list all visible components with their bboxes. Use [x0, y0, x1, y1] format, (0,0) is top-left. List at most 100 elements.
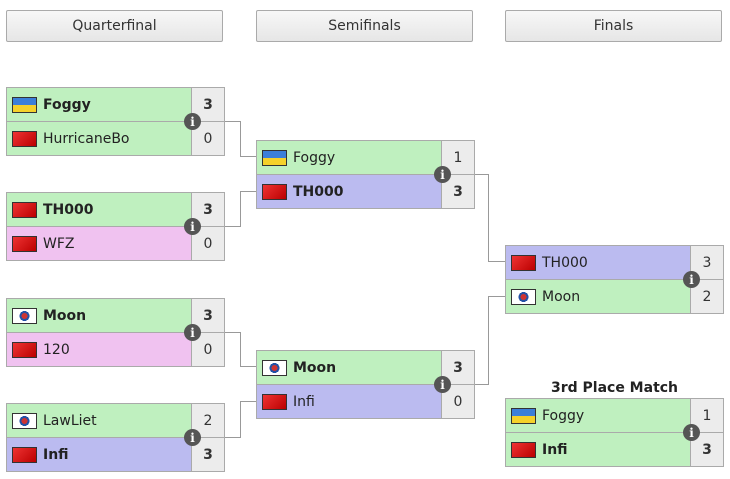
player-name[interactable]: Foggy	[43, 96, 91, 113]
player-row[interactable]: Infi 0	[257, 385, 474, 418]
player-cell: Foggy	[506, 399, 691, 432]
info-icon[interactable]: i	[184, 113, 201, 130]
flag-cn-icon	[12, 201, 37, 218]
player-name[interactable]: TH000	[293, 183, 344, 200]
player-name[interactable]: WFZ	[43, 235, 75, 252]
connector	[224, 226, 240, 227]
player-cell: Moon	[506, 280, 691, 313]
connector	[224, 437, 240, 438]
flag-cn-icon	[511, 441, 536, 458]
player-name[interactable]: Infi	[542, 441, 568, 458]
connector	[240, 332, 241, 367]
third-place-label: 3rd Place Match	[550, 380, 679, 396]
header-semifinals: Semifinals	[256, 10, 473, 42]
player-cell: Foggy	[257, 141, 442, 174]
player-cell: Infi	[257, 385, 442, 418]
info-icon[interactable]: i	[683, 424, 700, 441]
player-cell: Infi	[7, 438, 192, 471]
player-name[interactable]: Infi	[43, 446, 69, 463]
connector	[488, 296, 505, 297]
info-icon[interactable]: i	[184, 218, 201, 235]
connector	[488, 296, 489, 385]
info-icon[interactable]: i	[434, 376, 451, 393]
connector	[240, 121, 241, 157]
player-cell: Moon	[7, 299, 192, 332]
connector	[240, 401, 256, 402]
player-name[interactable]: LawLiet	[43, 412, 97, 429]
connector	[240, 191, 241, 227]
player-cell: TH000	[257, 175, 442, 208]
player-cell: HurricaneBo	[7, 122, 192, 155]
connector	[240, 366, 256, 367]
flag-cn-icon	[511, 254, 536, 271]
player-cell: TH000	[7, 193, 192, 226]
flag-kr-icon	[12, 412, 37, 429]
flag-kr-icon	[511, 288, 536, 305]
player-score: 3	[192, 88, 224, 121]
player-name[interactable]: Moon	[43, 307, 87, 324]
player-name[interactable]: Foggy	[542, 407, 585, 424]
info-icon[interactable]: i	[434, 166, 451, 183]
flag-ua-icon	[12, 96, 37, 113]
flag-kr-icon	[262, 359, 287, 376]
header-finals: Finals	[505, 10, 722, 42]
info-icon[interactable]: i	[184, 324, 201, 341]
info-icon[interactable]: i	[184, 429, 201, 446]
player-name[interactable]: Foggy	[293, 149, 336, 166]
flag-ua-icon	[511, 407, 536, 424]
connector	[240, 401, 241, 438]
player-cell: Moon	[257, 351, 442, 384]
flag-ua-icon	[262, 149, 287, 166]
player-name[interactable]: TH000	[542, 254, 588, 271]
flag-cn-icon	[262, 183, 287, 200]
player-score: 0	[442, 385, 474, 418]
player-name[interactable]: Infi	[293, 393, 315, 410]
info-icon[interactable]: i	[683, 271, 700, 288]
flag-kr-icon	[12, 307, 37, 324]
connector	[240, 191, 256, 192]
player-name[interactable]: TH000	[43, 201, 94, 218]
player-cell: Infi	[506, 433, 691, 466]
player-name[interactable]: 120	[43, 341, 70, 358]
flag-cn-icon	[12, 235, 37, 252]
player-cell: WFZ	[7, 227, 192, 260]
connector	[474, 174, 488, 175]
player-cell: LawLiet	[7, 404, 192, 437]
player-name[interactable]: Moon	[542, 288, 581, 305]
player-name[interactable]: HurricaneBo	[43, 130, 130, 147]
connector	[488, 174, 489, 262]
connector	[240, 156, 256, 157]
flag-cn-icon	[262, 393, 287, 410]
player-name[interactable]: Moon	[293, 359, 337, 376]
connector	[488, 261, 505, 262]
flag-cn-icon	[12, 446, 37, 463]
player-cell: 120	[7, 333, 192, 366]
connector	[474, 384, 488, 385]
header-quarterfinal: Quarterfinal	[6, 10, 223, 42]
flag-cn-icon	[12, 341, 37, 358]
flag-cn-icon	[12, 130, 37, 147]
player-cell: TH000	[506, 246, 691, 279]
connector	[224, 121, 240, 122]
player-row[interactable]: Foggy 3	[7, 88, 224, 122]
player-cell: Foggy	[7, 88, 192, 121]
connector	[224, 332, 240, 333]
